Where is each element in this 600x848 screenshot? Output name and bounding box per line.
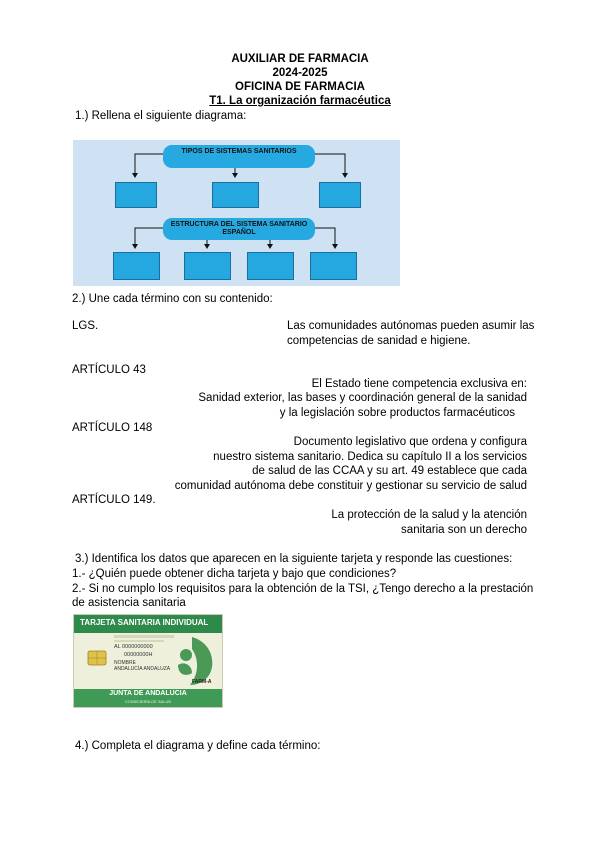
answer-box[interactable]: [319, 182, 361, 208]
definition-text: nuestro sistema sanitario. Dedica su cap…: [213, 451, 527, 463]
card-code-2: 00000000H: [124, 652, 153, 658]
answer-box[interactable]: [184, 252, 231, 280]
q3-question-1: 1.- ¿Quién puede obtener dicha tarjeta y…: [72, 568, 397, 580]
answer-box[interactable]: [212, 182, 259, 208]
card-artwork: [74, 633, 222, 707]
definition-text: Sanidad exterior, las bases y coordinaci…: [198, 392, 527, 404]
doc-title-topic: T1. La organización farmacéutica: [209, 95, 391, 107]
answer-box[interactable]: [247, 252, 294, 280]
q1-prompt: 1.) Rellena el siguiente diagrama:: [75, 110, 247, 122]
doc-title-module: OFICINA DE FARMACIA: [235, 81, 365, 93]
diagram-top-pill: TIPOS DE SISTEMAS SANITARIOS: [163, 145, 315, 168]
answer-box[interactable]: [113, 252, 160, 280]
q3-question-2-cont: de asistencia sanitaria: [72, 597, 186, 609]
term-lgs: LGS.: [72, 320, 99, 332]
diagram-bottom-pill: ESTRUCTURA DEL SISTEMA SANITARIO ESPAÑOL: [163, 218, 315, 240]
term-article-43: ARTÍCULO 43: [72, 364, 146, 376]
definition-text: comunidad autónoma debe constituir y ges…: [174, 480, 527, 492]
answer-box[interactable]: [310, 252, 357, 280]
definition-text: y la legislación sobre productos farmacé…: [279, 407, 515, 419]
definition-text: de salud de las CCAA y su art. 49 establ…: [252, 465, 527, 477]
health-card-image: TARJETA SANITARIA INDIVIDUAL AL 00000000…: [73, 614, 223, 708]
systems-diagram: TIPOS DE SISTEMAS SANITARIOS ESTRUCTURA …: [73, 140, 400, 286]
card-name-1: NOMBRE: [114, 660, 136, 666]
card-top-band: [74, 615, 222, 633]
definition-text: El Estado tiene competencia exclusiva en…: [311, 378, 527, 390]
definition-text: competencias de sanidad e higiene.: [287, 335, 471, 347]
term-article-148: ARTÍCULO 148: [72, 422, 153, 434]
term-article-149: ARTÍCULO 149.: [72, 494, 156, 506]
q2-prompt: 2.) Une cada término con su contenido:: [72, 293, 273, 305]
definition-text: La protección de la salud y la atención: [331, 509, 527, 521]
card-title: TARJETA SANITARIA INDIVIDUAL: [80, 618, 209, 627]
card-code-1: AL 0000000000: [114, 644, 153, 650]
doc-title-year: 2024-2025: [272, 67, 328, 79]
definition-text: Las comunidades autónomas pueden asumir …: [287, 320, 535, 332]
card-code-3: FARM-A: [192, 679, 212, 685]
card-name-2: ANDALUCÍA ANDALUZA: [114, 666, 171, 672]
q3-question-2: 2.- Si no cumplo los requisitos para la …: [72, 583, 534, 595]
q4-prompt: 4.) Completa el diagrama y define cada t…: [75, 740, 321, 752]
card-footer-title: JUNTA DE ANDALUCIA: [109, 690, 187, 697]
q3-prompt: 3.) Identifica los datos que aparecen en…: [75, 553, 513, 565]
doc-title-course: AUXILIAR DE FARMACIA: [231, 53, 369, 65]
answer-box[interactable]: [115, 182, 157, 208]
definition-text: Documento legislativo que ordena y confi…: [293, 436, 527, 448]
definition-text: sanitaria son un derecho: [401, 524, 527, 536]
card-footer-subtitle: CONSEJERÍA DE SALUD: [124, 699, 172, 704]
